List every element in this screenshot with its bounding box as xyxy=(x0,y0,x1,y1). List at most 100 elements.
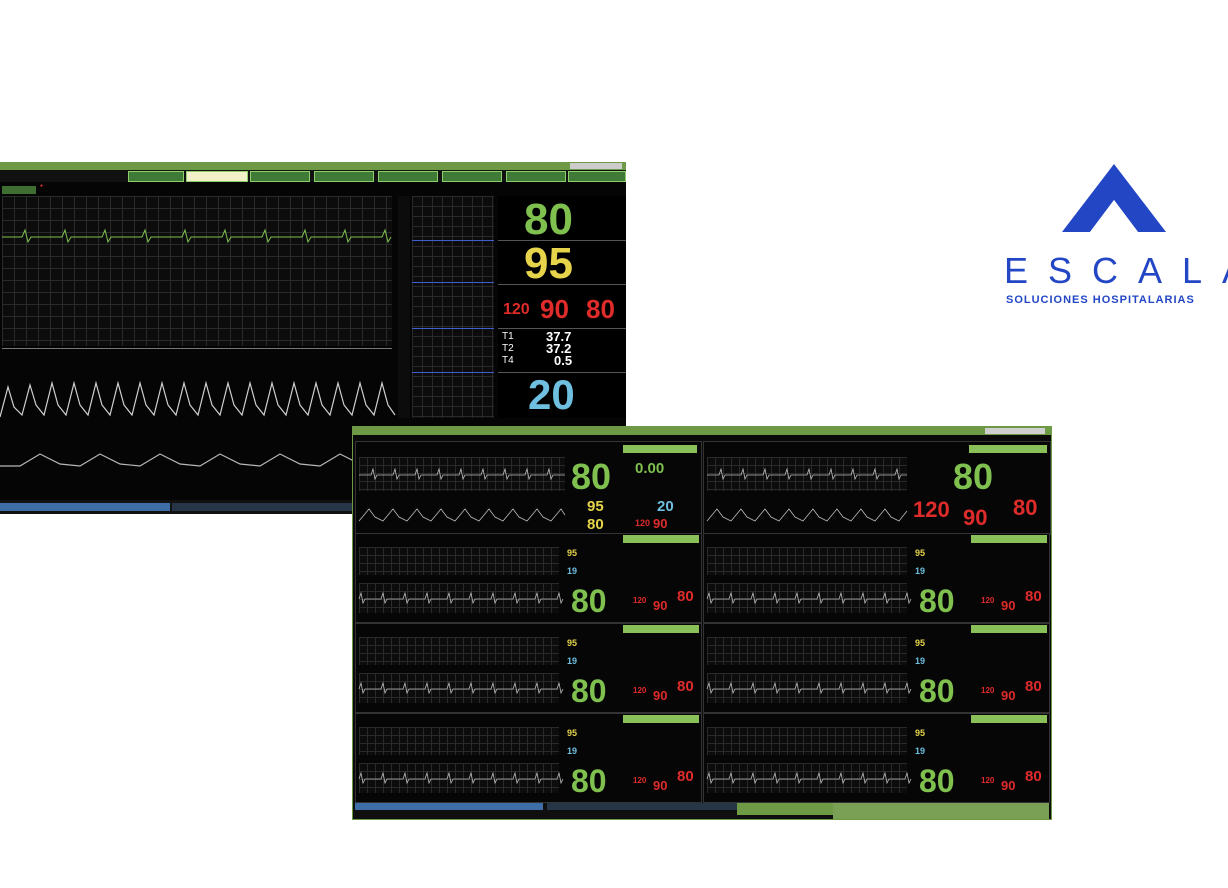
ecg-label: ● xyxy=(40,183,44,189)
bed-1-resp: 20 xyxy=(657,498,674,515)
hr-value: 80 xyxy=(524,195,573,244)
bed-small-resp: 19 xyxy=(915,656,926,666)
nibp-dia-value: 90 xyxy=(540,294,569,324)
nibp-map-value: 80 xyxy=(586,294,615,324)
nibp-sys-value: 120 xyxy=(503,301,530,318)
ecg-grid xyxy=(2,196,392,346)
bed-small-ecg-grid xyxy=(707,547,907,575)
bed-small-nibp-sys: 120 xyxy=(633,686,647,695)
bed-small-spo2: 95 xyxy=(567,728,578,738)
central-bottom-strip-blue[interactable] xyxy=(355,803,543,810)
bed-small-button[interactable] xyxy=(623,535,699,543)
bed-1-pr: 80 xyxy=(587,516,604,533)
bed-small-nibp-sys: 120 xyxy=(633,596,647,605)
bed-small-resp: 19 xyxy=(915,746,926,756)
window-controls[interactable] xyxy=(570,163,622,169)
bed-small-ecg-waveform xyxy=(358,771,564,785)
central-bottom-green-bar[interactable] xyxy=(737,803,833,815)
bed-small-spo2: 95 xyxy=(567,548,578,558)
central-bottom-strip-dark[interactable] xyxy=(547,803,737,810)
bed-small-ecg-grid xyxy=(707,727,907,755)
tab-5[interactable] xyxy=(378,171,438,182)
escala-logo-wordmark: ESCALA xyxy=(1004,250,1228,291)
tab-8[interactable] xyxy=(568,171,626,182)
bed-small-spo2: 95 xyxy=(915,728,926,738)
bed-small-nibp-map: 80 xyxy=(1025,678,1042,695)
tab-3[interactable] xyxy=(250,171,310,182)
escala-logo: ESCALA SOLUCIONES HOSPITALARIAS xyxy=(1004,164,1228,314)
bed-small-spo2: 95 xyxy=(915,638,926,648)
bed-small-ecg-grid xyxy=(359,637,559,665)
single-patient-monitor-screen: ● 80 95 120 90 80 T1 T2 T4 37.7 37.2 0.5… xyxy=(0,162,626,514)
bed-small-nibp-dia: 90 xyxy=(653,688,668,703)
tab-6[interactable] xyxy=(442,171,502,182)
pleth-waveform xyxy=(0,380,396,418)
bed-2-ecg-waveform xyxy=(707,467,907,481)
bed-small-nibp-sys: 120 xyxy=(633,776,647,785)
central-bottom-icons[interactable] xyxy=(833,801,1049,819)
bed-small-nibp-map: 80 xyxy=(677,588,694,605)
numerics-divider-4 xyxy=(498,372,626,373)
bed-small-nibp-map: 80 xyxy=(1025,768,1042,785)
bed-small-hr: 80 xyxy=(571,763,607,799)
bed-small-button[interactable] xyxy=(971,535,1047,543)
tab-7[interactable] xyxy=(506,171,566,182)
temp-value-1: 37.7 xyxy=(546,329,572,344)
numerics-panel xyxy=(498,196,626,418)
bed-small-button[interactable] xyxy=(623,715,699,723)
bed-small-nibp-dia: 90 xyxy=(1001,688,1016,703)
bed-small-button[interactable] xyxy=(623,625,699,633)
bed-small-button[interactable] xyxy=(971,625,1047,633)
bed-1-spo2: 95 xyxy=(587,498,604,515)
bed-small-hr: 80 xyxy=(571,673,607,709)
bed-1-nibp-sys: 120 xyxy=(635,518,651,528)
bed-small-button[interactable] xyxy=(971,715,1047,723)
bed-small-nibp-map: 80 xyxy=(677,768,694,785)
bed-small-pleth-grid xyxy=(707,673,907,703)
numerics-divider-1 xyxy=(498,240,626,241)
bed-small-nibp-dia: 90 xyxy=(1001,598,1016,613)
escala-logo-mark xyxy=(1062,164,1166,232)
bed-small-ecg-waveform xyxy=(706,591,912,605)
bed-small-resp: 19 xyxy=(567,566,578,576)
bottom-strip-blue[interactable] xyxy=(0,503,170,511)
bed-small-resp: 19 xyxy=(567,656,578,666)
bed-small-ecg-waveform xyxy=(358,591,564,605)
escala-logo-tagline: SOLUCIONES HOSPITALARIAS xyxy=(1006,294,1195,306)
bottom-strip-dark[interactable] xyxy=(172,503,352,511)
trend-line-2 xyxy=(412,282,494,283)
numerics-divider-2 xyxy=(498,284,626,285)
tab-1[interactable] xyxy=(128,171,184,182)
bed-1-pleth-waveform xyxy=(358,508,566,522)
spo2-value: 95 xyxy=(524,239,573,288)
bed-small-spo2: 95 xyxy=(915,548,926,558)
temp-label-1: T1 xyxy=(502,331,514,342)
central-title-bar xyxy=(353,427,1051,435)
tab-selected[interactable] xyxy=(186,171,248,182)
bed-small-nibp-map: 80 xyxy=(1025,588,1042,605)
monitor-title-bar xyxy=(0,162,626,170)
bed-small-ecg-grid xyxy=(359,547,559,575)
bed-small-nibp-dia: 90 xyxy=(653,778,668,793)
tab-4[interactable] xyxy=(314,171,374,182)
bed-2-button[interactable] xyxy=(969,445,1047,453)
bed-1-ecg-waveform xyxy=(359,467,565,481)
bed-2-hr: 80 xyxy=(953,456,994,497)
temp-label-2: T2 xyxy=(502,343,514,354)
central-window-controls[interactable] xyxy=(985,428,1045,434)
bed-1-nibp-dia: 90 xyxy=(653,516,668,531)
trend-column-left xyxy=(398,196,410,418)
bed-1-button[interactable] xyxy=(623,445,697,453)
temp-value-2: 37.2 xyxy=(546,341,572,356)
bed-small-pleth-grid xyxy=(707,583,907,613)
bed-small-ecg-grid xyxy=(707,637,907,665)
bed-small-hr: 80 xyxy=(919,583,955,619)
trend-line-3 xyxy=(412,328,494,329)
bed-small-pleth-grid xyxy=(359,583,559,613)
trend-line-4 xyxy=(412,372,494,373)
trend-line-1 xyxy=(412,240,494,241)
bed-small-ecg-waveform xyxy=(706,771,912,785)
bed-small-pleth-grid xyxy=(359,763,559,793)
central-bottom-bar xyxy=(353,801,1051,819)
bed-small-pleth-grid xyxy=(707,763,907,793)
